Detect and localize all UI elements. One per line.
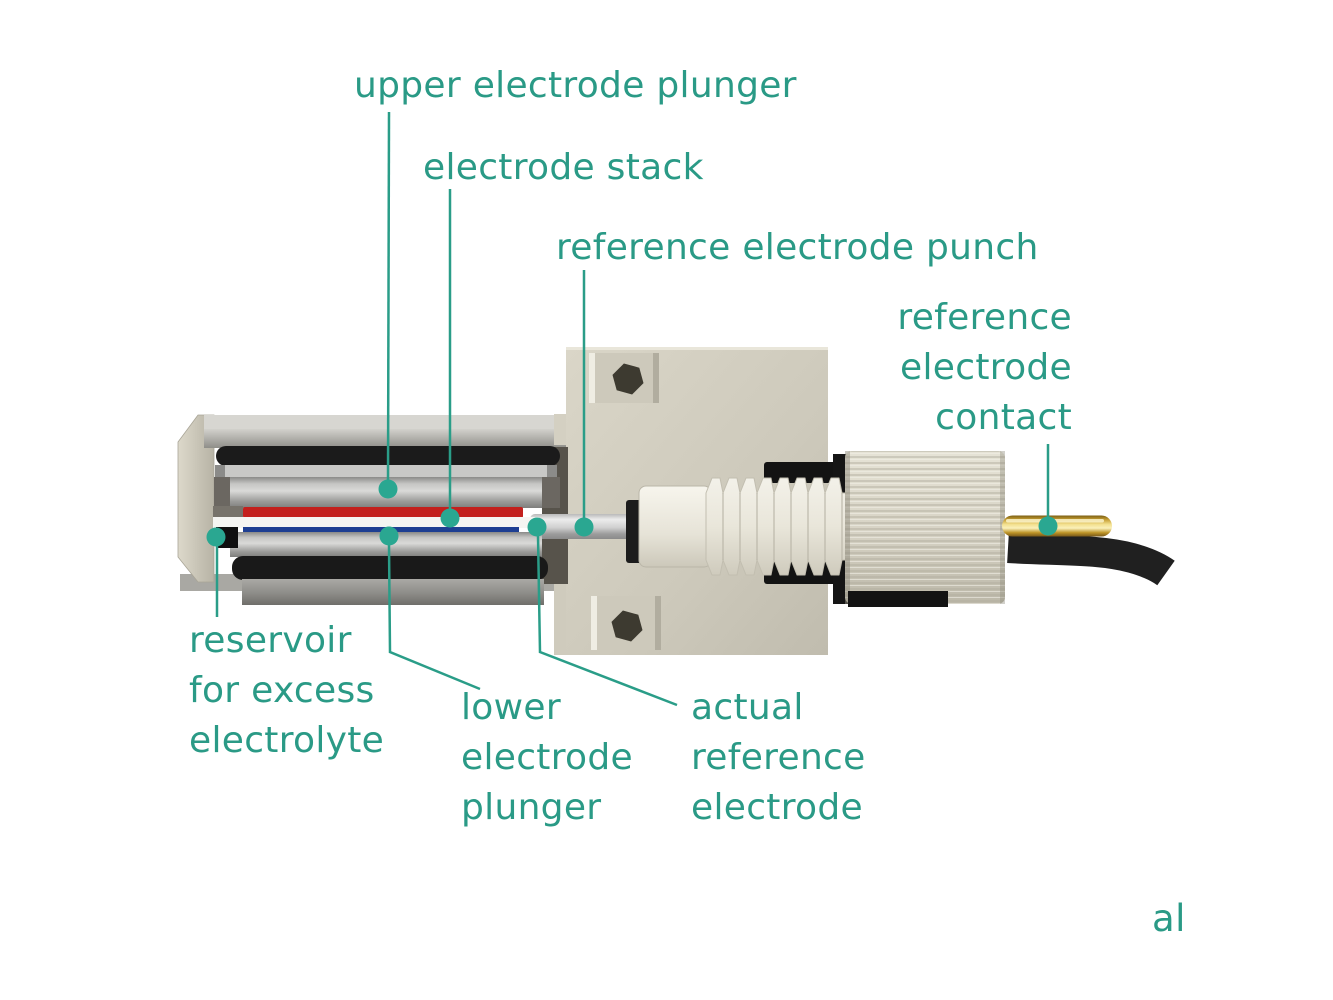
- hex-screw-top: [589, 353, 659, 403]
- marker-reference-contact-dot: [1038, 516, 1058, 536]
- partial-watermark-text: al: [1152, 897, 1186, 940]
- leader-lines: [215, 111, 1050, 707]
- label-upper-electrode-plunger: upper electrode plunger: [354, 65, 797, 106]
- upper-thin-plate: [215, 465, 557, 478]
- cell-lid-face: [204, 429, 566, 448]
- marker-reservoir-dot: [206, 527, 226, 547]
- leader-upper-plunger: [386, 111, 391, 483]
- upper-electrode-layer: [243, 507, 523, 518]
- separator-layer: [213, 517, 539, 528]
- reservoir-shelf: [213, 506, 243, 518]
- marker-upper-plunger-dot: [378, 479, 398, 499]
- side-step-right: [542, 477, 560, 508]
- ferrule-body: [638, 485, 712, 568]
- label-reference-electrode-punch: reference electrode punch: [556, 227, 1039, 268]
- leader-lower-plunger: [387, 544, 481, 691]
- marker-reference-punch-dot: [574, 517, 594, 537]
- label-reference-electrode-contact: reference electrode contact: [897, 297, 1072, 438]
- nut-base-shadow: [848, 591, 948, 607]
- label-actual-reference-electrode: actual reference electrode: [691, 687, 866, 828]
- plate-notch-right: [547, 465, 557, 478]
- hex-screw-bottom: [591, 596, 661, 650]
- cell-lid-top: [204, 415, 566, 429]
- knurled-nut: [845, 451, 1005, 604]
- hex-socket-icon: [611, 610, 643, 642]
- lower-cylinder: [242, 579, 544, 605]
- marker-lower-plunger-dot: [379, 526, 399, 546]
- lower-electrode-layer: [243, 527, 519, 533]
- leader-actual-reference: [536, 535, 678, 707]
- reference-cable: [1007, 533, 1175, 586]
- marker-electrode-stack-dot: [440, 508, 460, 528]
- thread-shading: [722, 493, 843, 560]
- label-electrode-stack: electrode stack: [423, 147, 704, 188]
- label-lower-electrode-plunger: lower electrode plunger: [461, 687, 633, 828]
- marker-actual-reference-dot: [527, 517, 547, 537]
- block-top-highlight: [566, 347, 828, 350]
- hex-socket-icon: [612, 363, 644, 395]
- label-reservoir: reservoir for excess electrolyte: [189, 620, 385, 761]
- side-step-left: [214, 477, 230, 508]
- plate-notch-left: [215, 465, 225, 478]
- marker-dots: [206, 479, 1058, 547]
